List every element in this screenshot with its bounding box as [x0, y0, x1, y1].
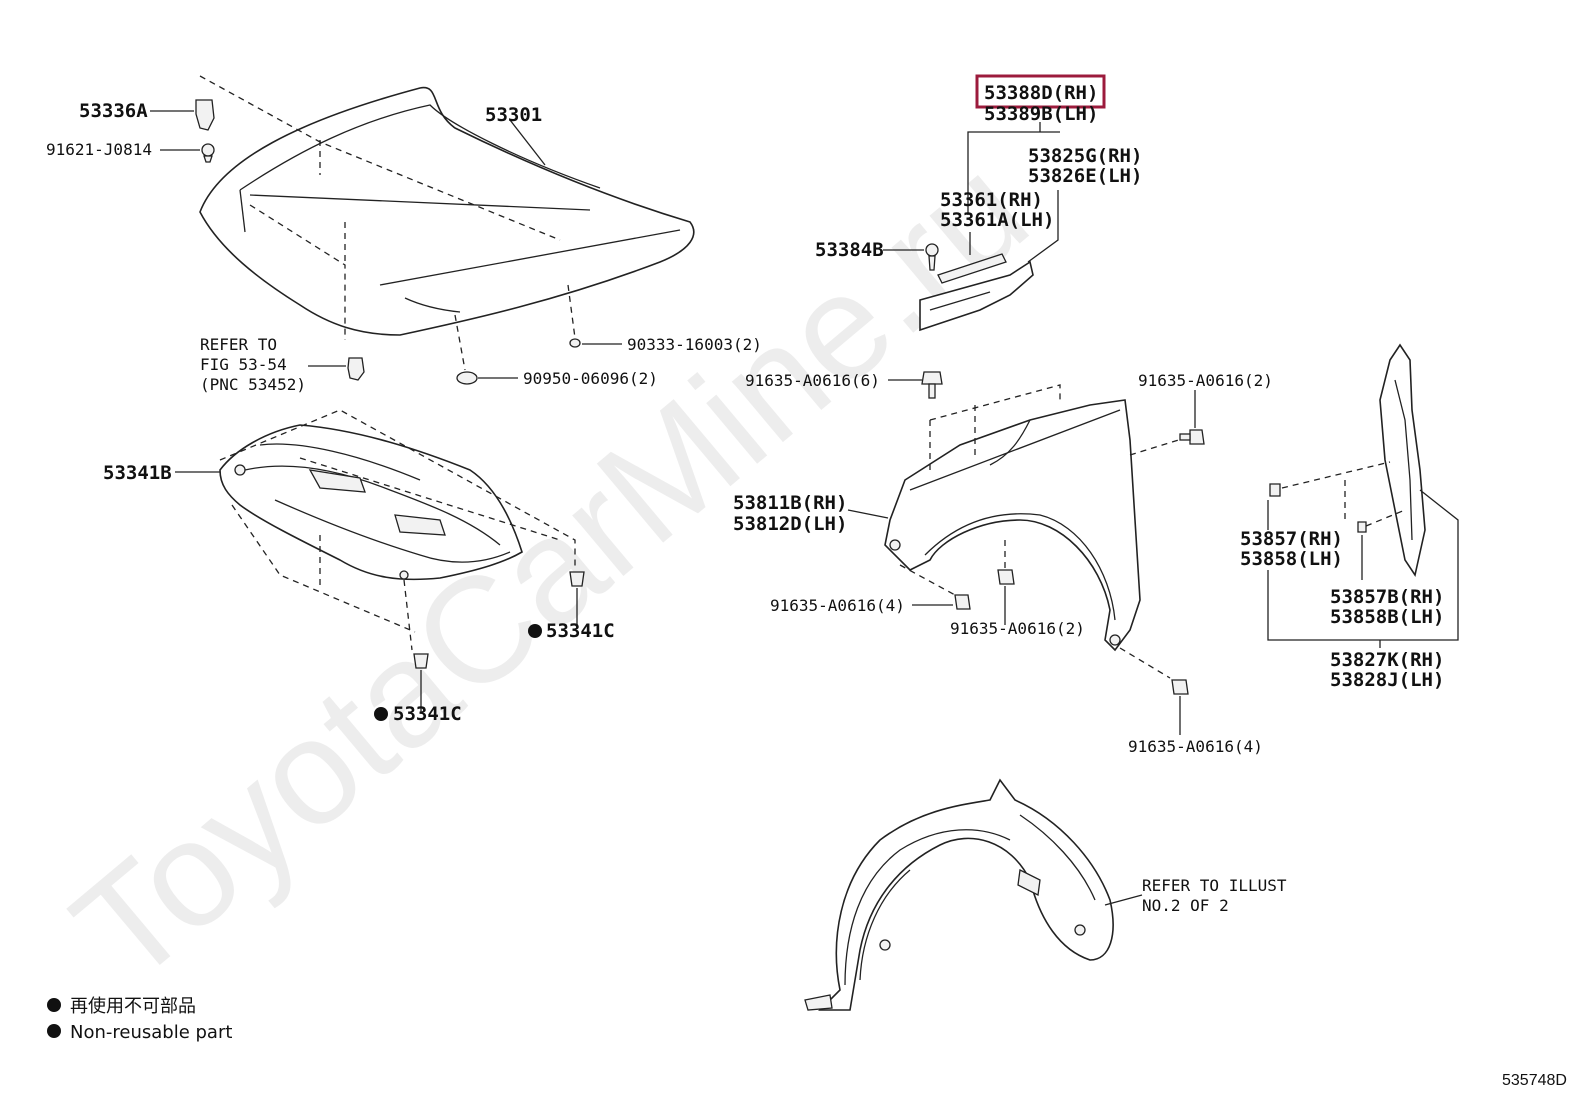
- leader-53811B: [847, 509, 889, 519]
- non-reusable-dot-a: [528, 624, 542, 638]
- insulator-clip-lower: [413, 653, 429, 669]
- label-53341C-a: 53341C: [546, 620, 615, 642]
- bolt-lower-left: [954, 594, 971, 610]
- label-53857: 53857(RH): [1240, 528, 1343, 550]
- cowl-seal-assembly: [919, 253, 1034, 332]
- label-refer2-line1: REFER TO ILLUST: [1142, 876, 1287, 895]
- dash-ins-1: [219, 409, 576, 570]
- label-53857B: 53857B(RH): [1330, 586, 1444, 608]
- label-53828J: 53828J(LH): [1330, 669, 1444, 691]
- label-53826E: 53826E(LH): [1028, 165, 1142, 187]
- label-53388D: 53388D(RH): [984, 82, 1098, 104]
- label-53336A: 53336A: [79, 100, 148, 122]
- highlight-box: [975, 74, 1106, 109]
- label-refer1-line3: (PNC 53452): [200, 375, 306, 394]
- leader-53301: [509, 119, 546, 166]
- dash-fender-6: [1119, 647, 1171, 679]
- legend-dot-1: [47, 998, 61, 1012]
- insulator-clip-upper: [569, 571, 585, 587]
- label-53827K: 53827K(RH): [1330, 649, 1444, 671]
- hood-cushion: [569, 338, 581, 348]
- leader-53825G: [1027, 190, 1059, 263]
- front-fender: [884, 399, 1141, 652]
- fender-side-seal: [1269, 343, 1426, 578]
- dash-fender-5: [899, 564, 956, 596]
- label-53341B: 53341B: [103, 462, 172, 484]
- hood-support-clip: [195, 99, 215, 163]
- dash-hood-6: [567, 284, 576, 339]
- label-53825G: 53825G(RH): [1028, 145, 1142, 167]
- leader-53827K-bracket: [1267, 489, 1459, 641]
- non-reusable-dot-b: [374, 707, 388, 721]
- bolt-lower-mid: [997, 569, 1015, 585]
- label-91635-2b: 91635-A0616(2): [950, 619, 1085, 638]
- label-53811B: 53811B(RH): [733, 492, 847, 514]
- label-refer1-line1: REFER TO: [200, 335, 277, 354]
- dash-ins-4: [403, 579, 413, 651]
- label-refer1-line2: FIG 53-54: [200, 355, 287, 374]
- leader-refer2: [1104, 894, 1143, 906]
- fender-liner: [804, 778, 1114, 1011]
- label-53384B: 53384B: [815, 239, 884, 261]
- dash-fender-2: [929, 384, 1061, 421]
- label-91635-4b: 91635-A0616(4): [1128, 737, 1263, 756]
- label-refer2-line2: NO.2 OF 2: [1142, 896, 1229, 915]
- clip-53384B: [925, 243, 939, 271]
- diagram-id: 535748D: [1502, 1072, 1567, 1089]
- legend-text-en: Non-reusable part: [70, 1022, 232, 1043]
- bolt-top: [921, 371, 943, 399]
- label-91621: 91621-J0814: [46, 140, 152, 159]
- legend-text-jp: 再使用不可部品: [70, 996, 196, 1017]
- leader-53388D: [967, 131, 1060, 215]
- hood-hole-plug: [456, 371, 478, 385]
- label-53361A: 53361A(LH): [940, 209, 1054, 231]
- legend-dot-2: [47, 1024, 61, 1038]
- label-53812D: 53812D(LH): [733, 513, 847, 535]
- label-91635-4a: 91635-A0616(4): [770, 596, 905, 615]
- label-91635-6: 91635-A0616(6): [745, 371, 880, 390]
- label-91635-2a: 91635-A0616(2): [1138, 371, 1273, 390]
- dash-hood-3: [249, 204, 346, 340]
- dash-fender-4: [1129, 437, 1186, 456]
- label-53361: 53361(RH): [940, 189, 1043, 211]
- label-53301: 53301: [485, 104, 542, 126]
- label-53858: 53858(LH): [1240, 548, 1343, 570]
- hood-panel: [199, 86, 695, 336]
- dash-seal-1: [1281, 461, 1391, 489]
- label-53858B: 53858B(LH): [1330, 606, 1444, 628]
- label-90333: 90333-16003(2): [627, 335, 762, 354]
- label-90950: 90950-06096(2): [523, 369, 658, 388]
- dash-ins-5: [299, 457, 561, 541]
- hood-lock-clip: [347, 357, 365, 381]
- label-53341C-b: 53341C: [393, 703, 462, 725]
- bolt-lower-right: [1171, 679, 1189, 695]
- dash-hood-5: [454, 314, 466, 371]
- label-53389B: 53389B(LH): [984, 103, 1098, 125]
- dash-seal-2: [1365, 509, 1406, 527]
- bolt-right: [1179, 429, 1205, 445]
- hood-insulator: [219, 424, 523, 581]
